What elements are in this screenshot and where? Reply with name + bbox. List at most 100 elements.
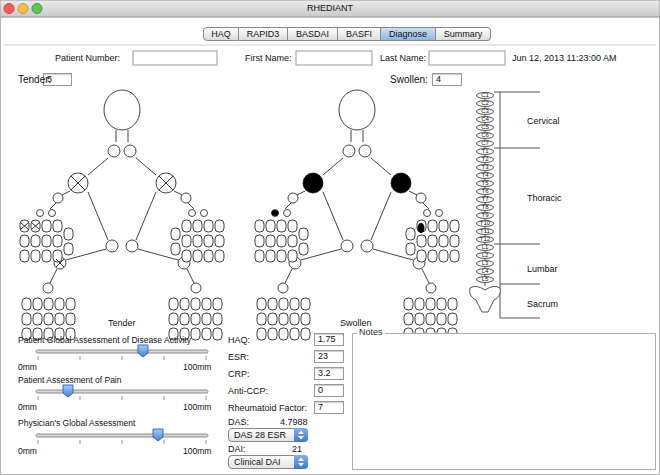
vertebra-oval: C5 — [476, 124, 494, 131]
vertebra-oval: C7 — [476, 140, 494, 147]
vertebra-label: T12 — [477, 237, 493, 242]
vertebra-label: L5 — [477, 277, 493, 282]
field-label: ESR: — [228, 352, 249, 363]
finger-joint — [42, 250, 51, 262]
notes-heading: Notes — [357, 327, 385, 338]
vertebra-oval: C1 — [476, 92, 494, 99]
vertebra-oval: T5 — [476, 180, 494, 187]
arm-line — [50, 203, 56, 209]
notes-box: Notes — [352, 333, 656, 470]
toe-joint — [22, 313, 31, 325]
toe-joint — [33, 298, 42, 310]
sacrum-outline — [470, 286, 501, 312]
vertebra-label: T4 — [477, 173, 493, 178]
vertebra-oval: C2 — [476, 100, 494, 107]
tab-label: BASFI — [338, 28, 380, 40]
tender-marks — [21, 176, 173, 267]
vertebra-label: C1 — [477, 93, 493, 98]
vertebra-oval: C4 — [476, 116, 494, 123]
scale-min: 0mm — [18, 446, 37, 457]
neck-line — [116, 130, 117, 142]
zoom-button — [32, 4, 42, 14]
slider-track — [36, 434, 208, 437]
tender-cross — [159, 176, 173, 190]
score-value: 4.7988 — [280, 417, 308, 428]
vertebra-label: T5 — [477, 181, 493, 186]
arrow-triangles — [298, 458, 304, 467]
toe-joint — [55, 313, 64, 325]
finger-joint — [42, 235, 51, 247]
count-label: Tender: — [18, 74, 51, 85]
finger-joint — [64, 243, 73, 255]
lab-value-field: 23 — [314, 350, 344, 363]
swollen-marks — [272, 173, 425, 233]
vertebra-oval: T2 — [476, 156, 494, 163]
toe-joint — [66, 313, 75, 325]
form-label: Last Name: — [380, 53, 426, 64]
finger-toe-joints — [20, 220, 75, 340]
tab-label: HAQ — [204, 28, 238, 40]
vertebra-label: C7 — [477, 141, 493, 146]
dropdown-menu: DAS 28 ESR — [228, 428, 308, 442]
tab-button: HAQ — [203, 27, 239, 41]
vertebra-oval: T1 — [476, 148, 494, 155]
slider-group — [36, 345, 208, 444]
finger-joint — [42, 220, 51, 232]
vertebra-label: T11 — [477, 229, 493, 234]
toe-joint — [44, 298, 53, 310]
scale-min: 0mm — [18, 402, 37, 413]
wrist-joint — [49, 210, 56, 217]
count-field: 4 — [432, 73, 462, 86]
vertebra-label: T3 — [477, 165, 493, 170]
arrow-icon — [294, 428, 308, 442]
toe-joint — [66, 298, 75, 310]
hip-joint — [106, 240, 118, 252]
finger-joint — [20, 235, 29, 247]
vertebra-oval: L5 — [476, 276, 494, 283]
tender-cross — [32, 223, 39, 229]
vertebra-label: L3 — [477, 261, 493, 266]
vertebra-label: C6 — [477, 133, 493, 138]
vertebra-oval: L3 — [476, 260, 494, 267]
finger-joint — [31, 250, 40, 262]
vertebra-oval: T7 — [476, 196, 494, 203]
mirrored-half-figure — [124, 130, 224, 340]
count-label: Swollen: — [390, 74, 428, 85]
leg-line — [50, 269, 57, 283]
shoulder-joint — [68, 173, 88, 193]
lab-value-field: 0 — [314, 384, 344, 397]
torso-line — [88, 192, 108, 240]
toe-joint — [33, 313, 42, 325]
vertebra-oval: T8 — [476, 204, 494, 211]
form-label: First Name: — [245, 53, 292, 64]
ankle-joint — [43, 283, 53, 293]
vertebra-label: T10 — [477, 221, 493, 226]
vertebra-label: T2 — [477, 157, 493, 162]
slider-label: Patient Assessment of Pain — [18, 375, 121, 386]
scale-max: 100mm — [183, 362, 211, 373]
field-value: 4 — [436, 74, 461, 85]
slider-thumb — [153, 429, 163, 441]
region-tick — [500, 284, 540, 285]
score-value: 21 — [292, 444, 302, 455]
tab-label: Summary — [436, 28, 490, 40]
clavicle-line — [88, 158, 108, 175]
wrist-joint — [37, 210, 44, 217]
score-label: DAS: — [228, 417, 249, 428]
window-frame — [1, 17, 660, 475]
vertebra-label: T6 — [477, 189, 493, 194]
slider-track — [36, 390, 208, 393]
vertebra-label: L2 — [477, 253, 493, 258]
tab-label: RAPID3 — [239, 28, 287, 40]
score-label: DAI: — [228, 444, 246, 455]
dropdown-menu: Clinical DAI — [228, 455, 308, 469]
region-tick — [494, 148, 540, 149]
swollen-dot — [391, 173, 411, 193]
figure-caption: Swollen — [340, 318, 372, 329]
region-tick — [494, 244, 540, 245]
vertebra-label: C3 — [477, 109, 493, 114]
vertebra-label: C2 — [477, 101, 493, 106]
tab-label: Diagnose — [381, 28, 435, 40]
arm-line — [62, 191, 70, 195]
vertebra-label: T9 — [477, 213, 493, 218]
